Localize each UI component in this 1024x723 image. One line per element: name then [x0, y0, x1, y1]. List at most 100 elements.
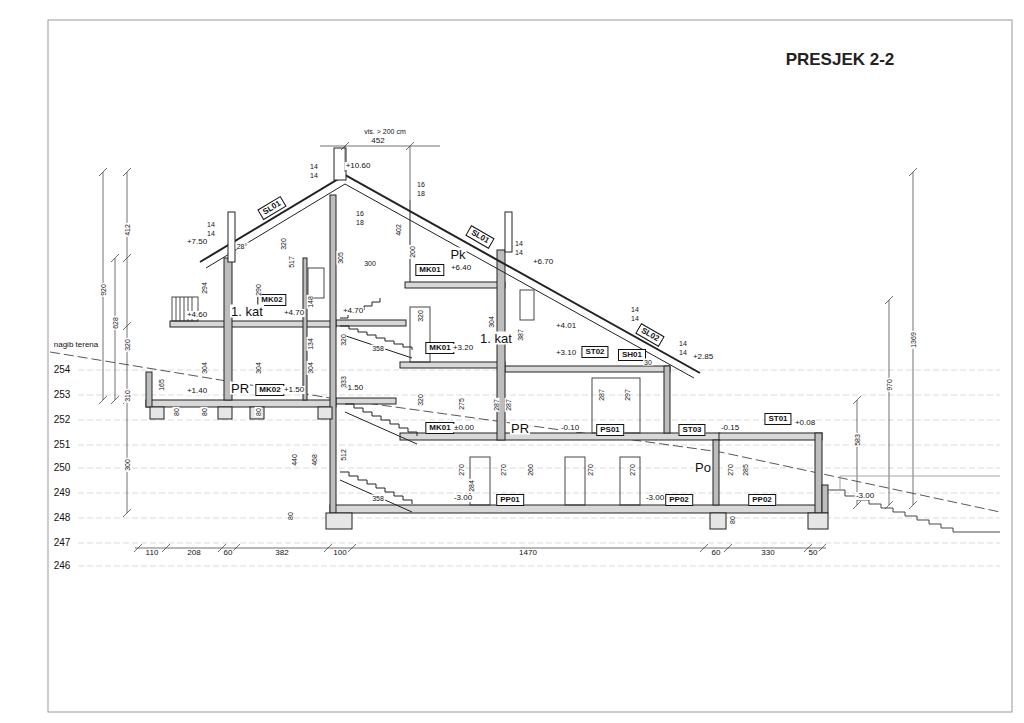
- terrain-elevation: 250: [53, 463, 72, 473]
- dimension-text: 14: [630, 315, 640, 322]
- room-tag: ST02: [581, 346, 608, 358]
- terrain-elevation: 252: [53, 415, 72, 425]
- tag-text: SL01: [470, 228, 491, 245]
- dimension-text: 468: [311, 453, 318, 467]
- dimension-text: 14: [206, 221, 216, 228]
- dimension-text: +7.50: [186, 238, 208, 246]
- dimension-text: 517: [288, 255, 295, 269]
- dimension-text: 310: [124, 389, 131, 403]
- room-label: 1. kat: [230, 305, 264, 318]
- tag-text: MK02: [261, 295, 282, 304]
- dimension-text: 18: [416, 190, 426, 197]
- room-tag: SL02: [635, 323, 664, 347]
- room-tag: MK01: [425, 342, 454, 354]
- dimension-text: 297: [624, 388, 631, 402]
- tag-text: PS01: [600, 425, 620, 434]
- dimension-text: 60: [223, 549, 234, 557]
- dimension-text: 304: [201, 361, 208, 375]
- dimension-text: 80: [729, 515, 736, 525]
- dimension-text: -0.10: [560, 424, 580, 432]
- dimension-text: 387: [517, 328, 524, 342]
- tag-text: ST03: [682, 425, 701, 434]
- dimension-text: 1369: [910, 331, 917, 349]
- room-tag: MK02: [255, 384, 284, 396]
- dimension-text: 320: [417, 393, 424, 407]
- dimension-text: +6.70: [532, 258, 554, 266]
- terrain-elevation: 251: [53, 440, 72, 450]
- dimension-text: 14: [206, 230, 216, 237]
- dimension-text: 320: [417, 309, 424, 323]
- dimension-text: 110: [145, 549, 160, 557]
- room-tag: MK01: [415, 264, 444, 276]
- sheet-frame: [48, 20, 1012, 712]
- dimension-text: 14: [678, 340, 688, 347]
- tag-text: MK01: [429, 423, 450, 432]
- dimension-text: +4.70: [342, 307, 364, 315]
- dimension-text: 320: [280, 237, 287, 251]
- dimension-text: 148: [307, 295, 314, 309]
- elevation-grid: [78, 370, 1000, 566]
- room-label: Po: [694, 461, 712, 474]
- dimension-text: 270: [458, 463, 465, 477]
- dimension-text: 970: [886, 378, 893, 392]
- dimension-text: -3.00: [645, 494, 665, 502]
- dimension-text: 30: [643, 359, 653, 366]
- dimension-text: 14: [309, 172, 319, 179]
- room-tag: SH01: [618, 349, 646, 361]
- dimension-text: 80: [173, 407, 180, 417]
- dimension-text: 285: [742, 463, 749, 477]
- room-label: Pk: [449, 248, 466, 261]
- dimension-text: -3.00: [453, 494, 473, 502]
- tag-text: PP02: [752, 495, 772, 504]
- dimension-text: 28°: [236, 243, 249, 250]
- dimension-text: 320: [124, 338, 131, 352]
- dimension-text: 358: [371, 495, 385, 502]
- room-label: PR: [510, 422, 530, 435]
- dimension-text: vis. > 200 cm: [363, 128, 406, 135]
- room-label: PR: [230, 382, 250, 395]
- room-tag: PP02: [748, 494, 776, 506]
- dimension-text: 304: [488, 315, 495, 329]
- dimension-text: 628: [112, 316, 119, 330]
- room-tag: ST03: [678, 424, 705, 436]
- dimension-text: +10.60: [345, 162, 372, 170]
- room-tag: MK01: [425, 422, 454, 434]
- dimension-text: 300: [124, 458, 131, 472]
- tag-text: MK01: [419, 265, 440, 274]
- dimension-lines: [99, 142, 917, 552]
- dimension-text: +6.40: [450, 264, 472, 272]
- exterior-steps: [828, 476, 1000, 532]
- dimension-text: +0.08: [794, 419, 816, 427]
- dimension-text: -3.00: [855, 492, 875, 500]
- terrain-elevation: 246: [53, 561, 72, 571]
- dimension-text: 14: [514, 249, 524, 256]
- tag-text: MK02: [259, 385, 280, 394]
- slabs: [146, 282, 822, 513]
- tag-text: ST02: [585, 347, 604, 356]
- tag-text: SH01: [622, 350, 642, 359]
- dimension-text: 270: [727, 463, 734, 477]
- dimension-text: 134: [307, 337, 314, 351]
- dimension-text: +3.10: [555, 349, 577, 357]
- dimension-text: 402: [395, 223, 402, 237]
- dimension-text: 270: [629, 463, 636, 477]
- dimension-text: 14: [309, 163, 319, 170]
- dimension-text: 275: [458, 397, 465, 411]
- tag-text: PP02: [669, 495, 689, 504]
- dimension-text: +3.20: [452, 344, 474, 352]
- dimension-text: 305: [337, 251, 344, 265]
- dimension-text: 18: [355, 219, 365, 226]
- dimension-text: 452: [370, 137, 385, 145]
- dimension-text: ±0.00: [453, 424, 475, 432]
- room-tag: PP02: [665, 494, 693, 506]
- dimension-text: 382: [274, 549, 289, 557]
- dimension-text: +1.40: [186, 387, 208, 395]
- dimension-text: 165: [158, 378, 165, 392]
- dimension-text: 16: [355, 210, 365, 217]
- dimension-text: 1470: [518, 549, 538, 557]
- dimension-text: 270: [500, 463, 507, 477]
- dimension-text: 583: [854, 433, 861, 447]
- dimension-text: 200: [409, 245, 416, 259]
- dimension-text: 294: [201, 281, 208, 295]
- dimension-text: 300: [363, 260, 377, 267]
